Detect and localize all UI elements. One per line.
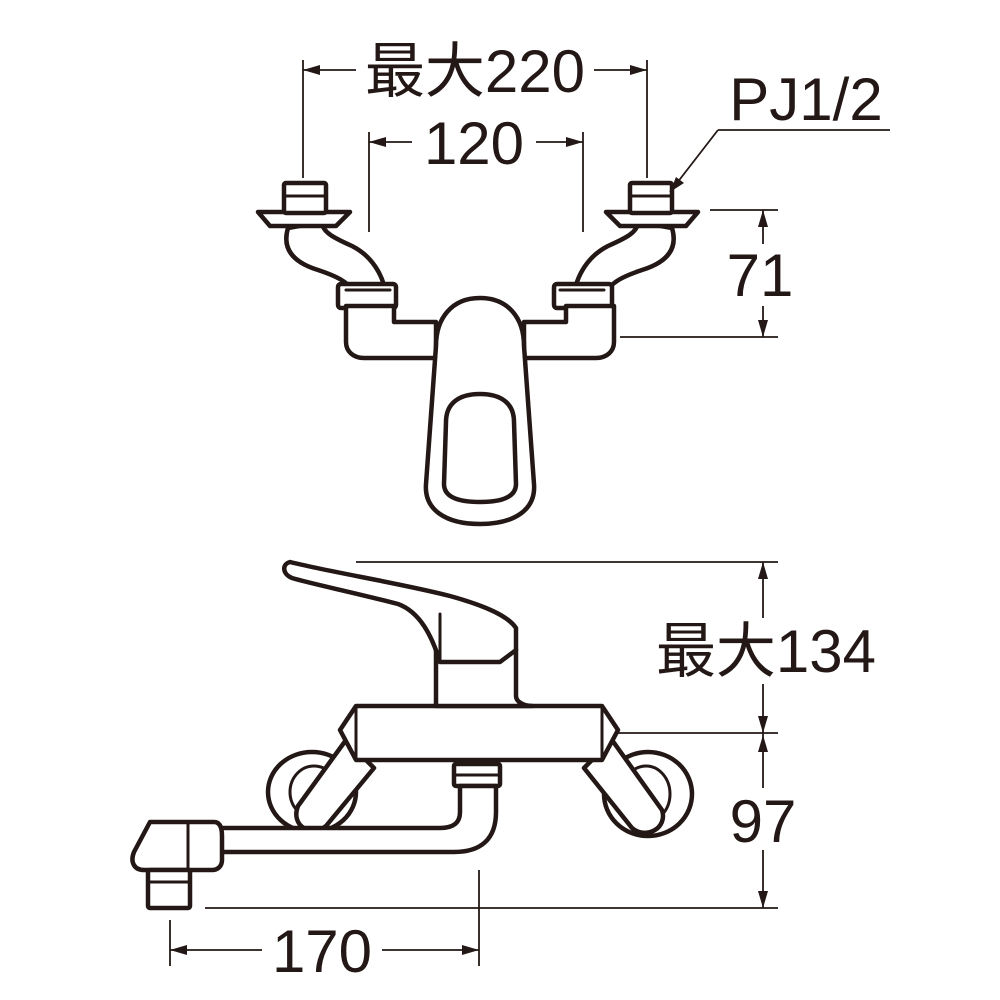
lever-side-view: [282, 559, 519, 665]
max-width-label: 最大220: [365, 38, 585, 105]
spout-head: [130, 819, 225, 873]
right-elbow: [581, 737, 695, 839]
thread-label: PJ1/2: [729, 66, 882, 133]
left-elbow: [265, 737, 377, 835]
left-inlet-leg: [255, 180, 399, 311]
dimension-lines: [169, 34, 890, 980]
side-view: [130, 559, 695, 911]
right-inlet-leg: [551, 180, 701, 311]
spout-pipe: [203, 783, 499, 855]
side-body: [337, 703, 621, 763]
max-height-label: 最大134: [656, 618, 876, 685]
spout-reach-label: 170: [272, 918, 372, 985]
top-view: [255, 180, 701, 527]
lever-grip-hole: [441, 391, 519, 505]
center-spacing-label: 120: [424, 110, 524, 177]
height-below-label: 97: [730, 788, 797, 855]
top-body: [343, 303, 439, 361]
depth-top-label: 71: [727, 242, 794, 309]
aerator: [145, 867, 193, 911]
